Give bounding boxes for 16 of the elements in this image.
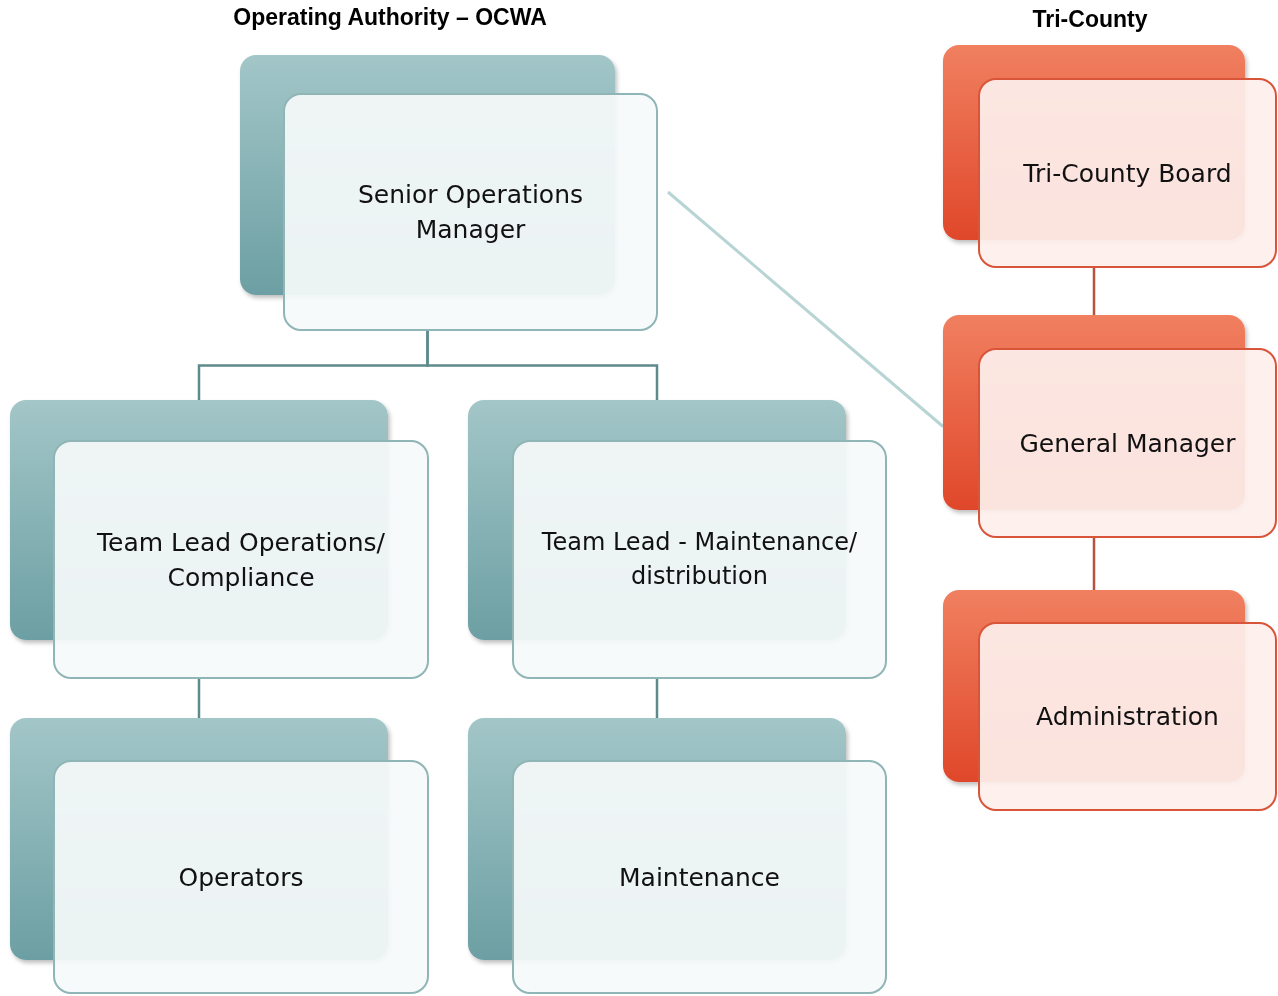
connector-line bbox=[1092, 538, 1096, 590]
role-title: Team Lead Operations/ Compliance bbox=[96, 526, 386, 594]
connector-line bbox=[1092, 268, 1096, 315]
connector-line bbox=[197, 679, 201, 718]
connector-line bbox=[426, 331, 659, 400]
role-title: Operators bbox=[178, 861, 304, 894]
role-title: Senior Operations Manager bbox=[357, 179, 584, 246]
role-title: Tri-County Board bbox=[1023, 157, 1232, 190]
group-heading: Tri-County bbox=[1032, 6, 1148, 33]
role-title: General Manager bbox=[1019, 427, 1236, 460]
role-title: Administration bbox=[1036, 701, 1219, 733]
group-heading: Operating Authority – OCWA bbox=[233, 4, 547, 31]
role-title: Maintenance bbox=[619, 861, 780, 894]
connector-line bbox=[667, 190, 944, 428]
role-title: Team Lead - Maintenance/ distribution bbox=[540, 526, 859, 592]
connector-line bbox=[655, 679, 659, 718]
